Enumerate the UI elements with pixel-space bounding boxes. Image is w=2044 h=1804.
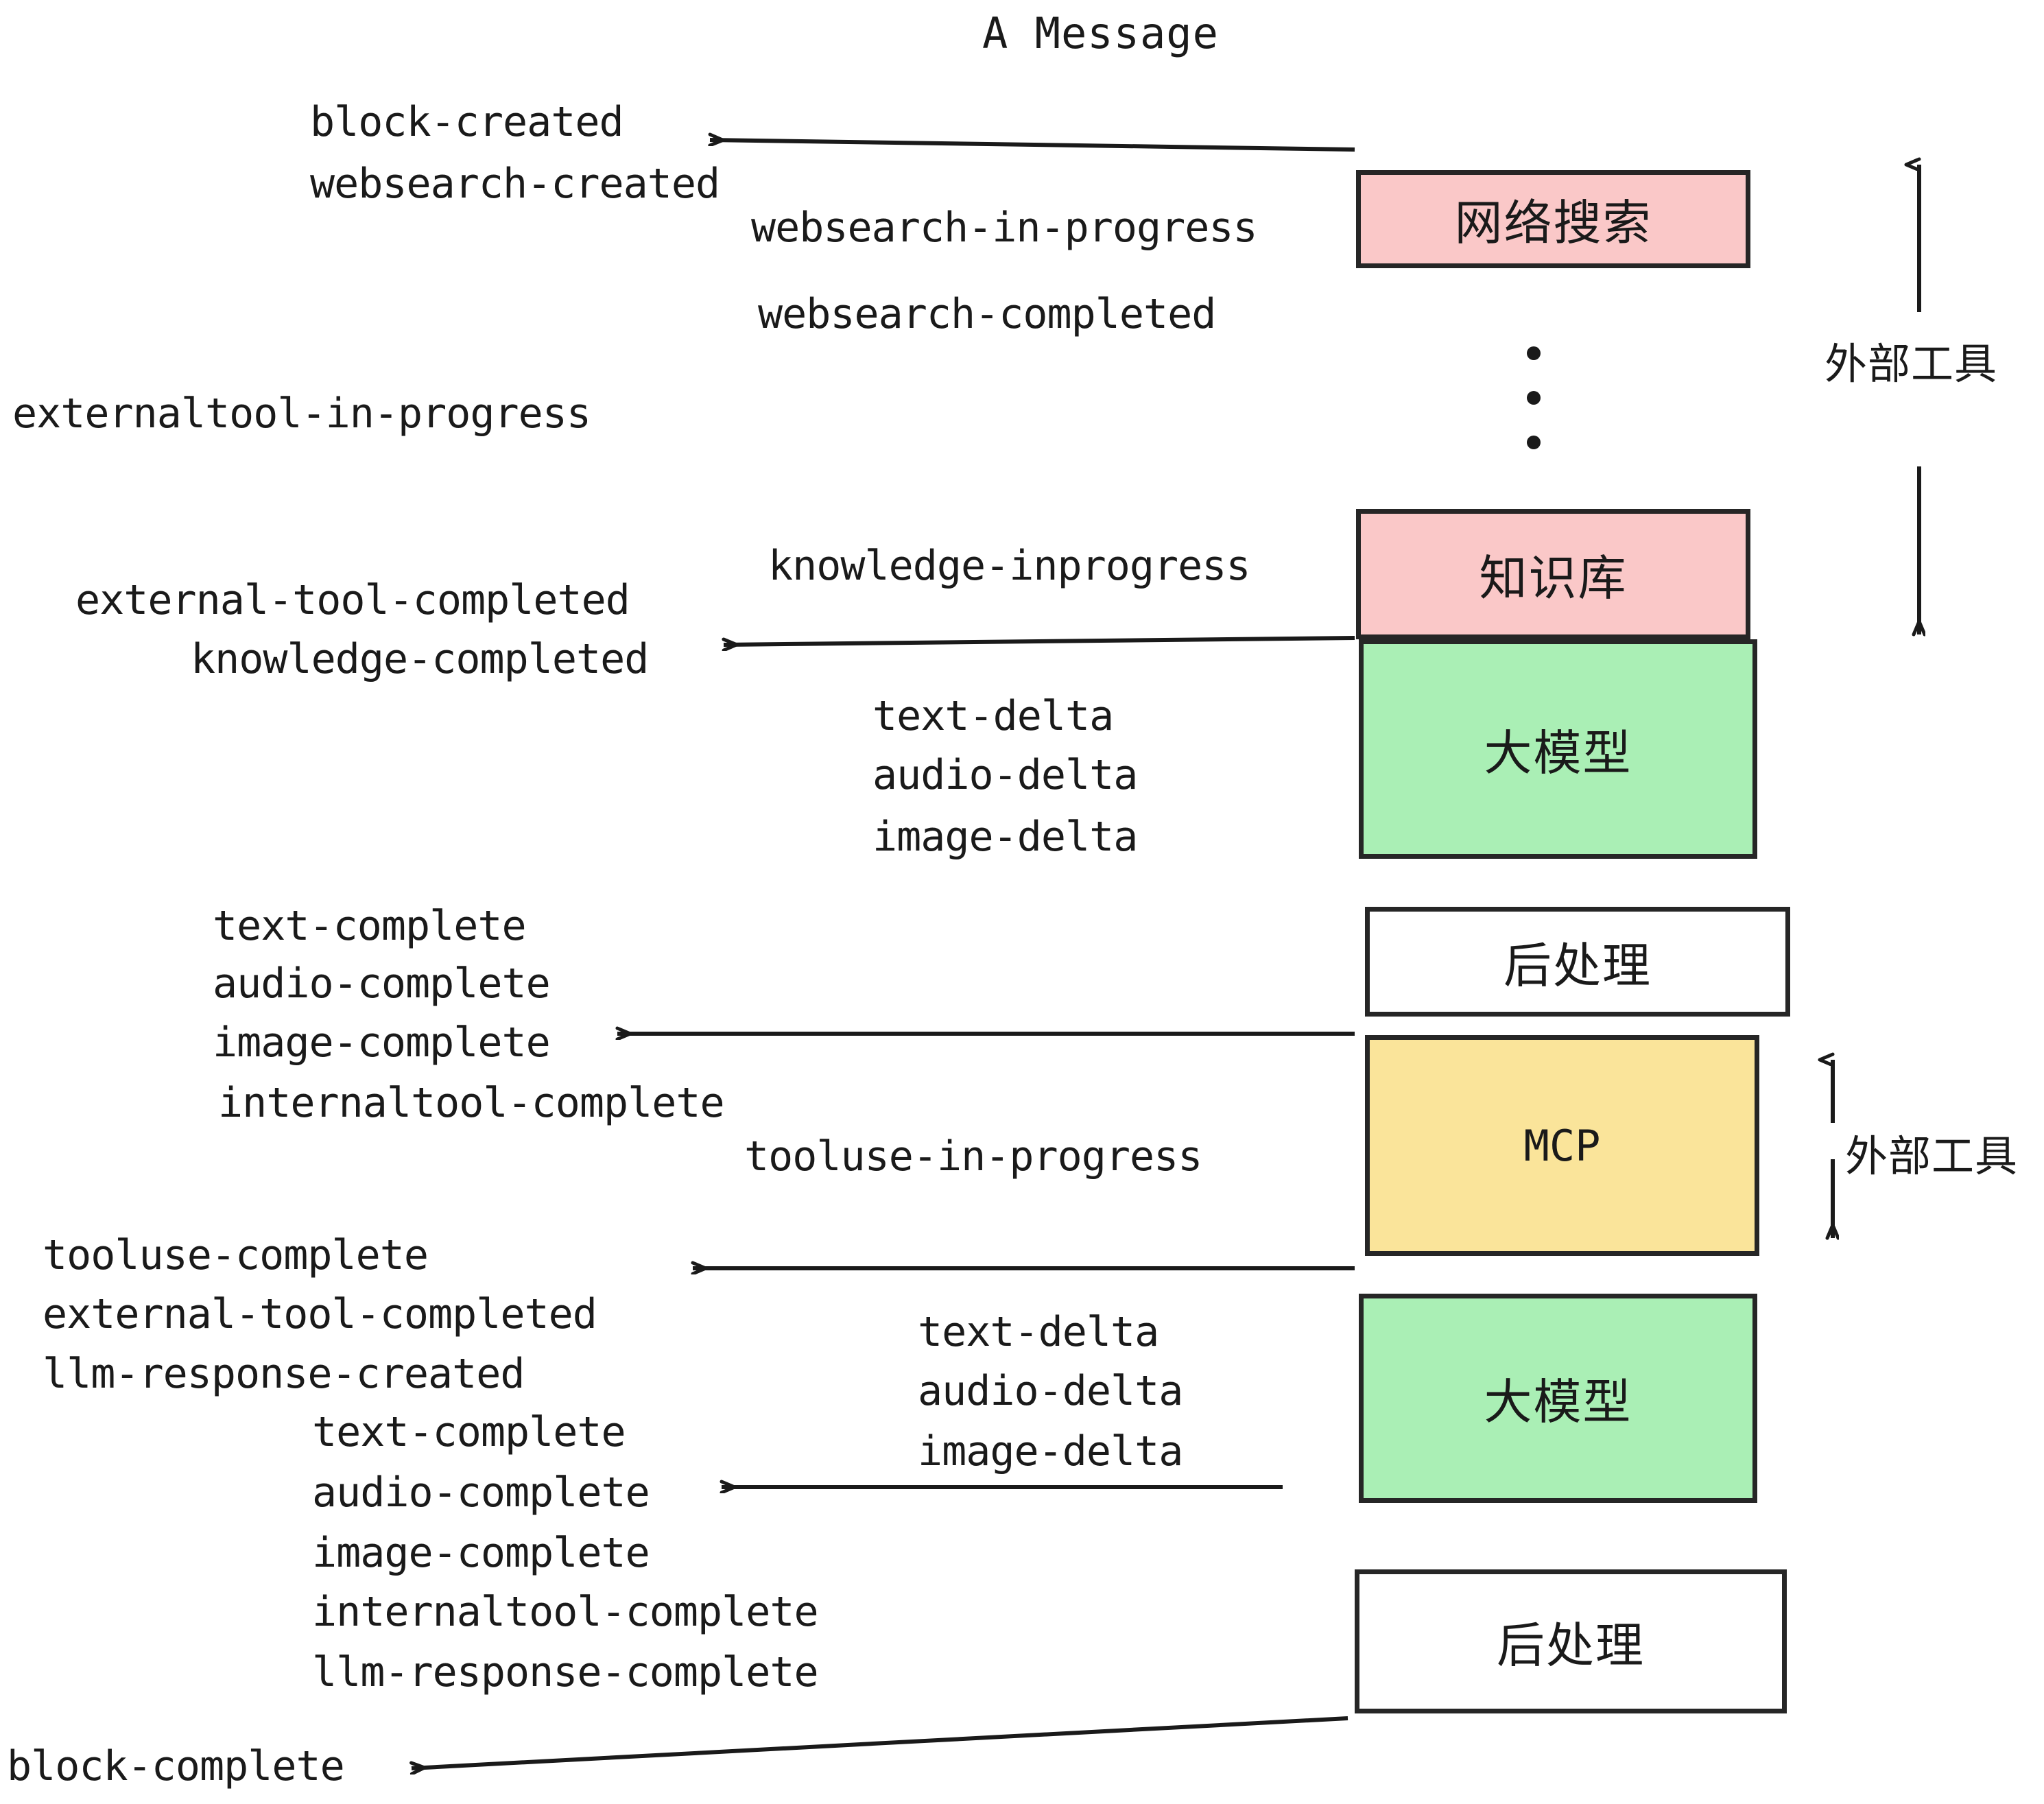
event-tooluse-in-progress: tooluse-in-progress [744,1132,1202,1180]
box-knowledge[interactable]: 知识库 [1356,509,1750,639]
event-externaltool-in-progress: externaltool-in-progress [12,390,591,438]
diagram-title: A Message [982,8,1219,58]
event-image-complete-1: image-complete [213,1019,551,1067]
box-postprocess-bottom[interactable]: 后处理 [1355,1569,1787,1713]
event-websearch-created: websearch-created [310,160,720,208]
event-internaltool-complete-1: internaltool-complete [218,1079,725,1127]
box-websearch-label: 网络搜索 [1454,195,1652,251]
box-postprocess-bottom-label: 后处理 [1497,1617,1645,1674]
event-block-complete: block-complete [7,1742,345,1790]
box-llm-bottom[interactable]: 大模型 [1359,1294,1757,1503]
box-knowledge-label: 知识库 [1479,549,1628,606]
event-image-delta-2: image-delta [918,1427,1183,1475]
event-audio-delta-2: audio-delta [918,1367,1183,1415]
box-mcp[interactable]: MCP [1365,1035,1759,1256]
box-mcp-label: MCP [1523,1120,1601,1171]
event-text-delta-1: text-delta [872,692,1114,740]
event-text-complete-2: text-complete [312,1408,626,1456]
event-block-created: block-created [310,98,624,146]
event-knowledge-completed: knowledge-completed [191,635,649,683]
event-websearch-in-progress: websearch-in-progress [751,204,1258,252]
vertical-ellipsis-icon [1526,346,1541,449]
event-audio-delta-1: audio-delta [872,751,1138,799]
event-external-tool-completed-2: external-tool-completed [43,1290,597,1338]
event-internaltool-complete-2: internaltool-complete [312,1588,819,1636]
arrow-knowledge-to-completed [724,636,1355,645]
event-audio-complete-2: audio-complete [312,1469,650,1517]
box-llm-bottom-label: 大模型 [1484,1374,1632,1430]
box-postprocess-top-label: 后处理 [1504,937,1652,994]
arrow-websearch-to-block-created [710,140,1355,152]
arrow-postprocess-to-block-complete [412,1716,1348,1768]
event-tooluse-complete: tooluse-complete [43,1231,429,1279]
event-image-delta-1: image-delta [872,813,1138,861]
label-external-tool-bottom: 外部工具 [1845,1131,2019,1181]
label-external-tool-top: 外部工具 [1825,339,1998,389]
box-postprocess-top[interactable]: 后处理 [1365,907,1790,1017]
event-llm-response-created: llm-response-created [43,1350,525,1398]
event-text-complete-1: text-complete [213,902,527,950]
event-knowledge-inprogress: knowledge-inprogress [768,542,1250,590]
event-websearch-completed: websearch-completed [758,290,1216,338]
box-websearch[interactable]: 网络搜索 [1356,170,1750,268]
event-llm-response-complete: llm-response-complete [312,1648,819,1696]
box-llm-top-label: 大模型 [1484,724,1632,781]
event-text-delta-2: text-delta [918,1308,1159,1356]
box-llm-top[interactable]: 大模型 [1359,639,1757,859]
event-external-tool-completed-1: external-tool-completed [75,576,630,624]
event-image-complete-2: image-complete [312,1529,650,1577]
event-audio-complete-1: audio-complete [213,960,551,1008]
